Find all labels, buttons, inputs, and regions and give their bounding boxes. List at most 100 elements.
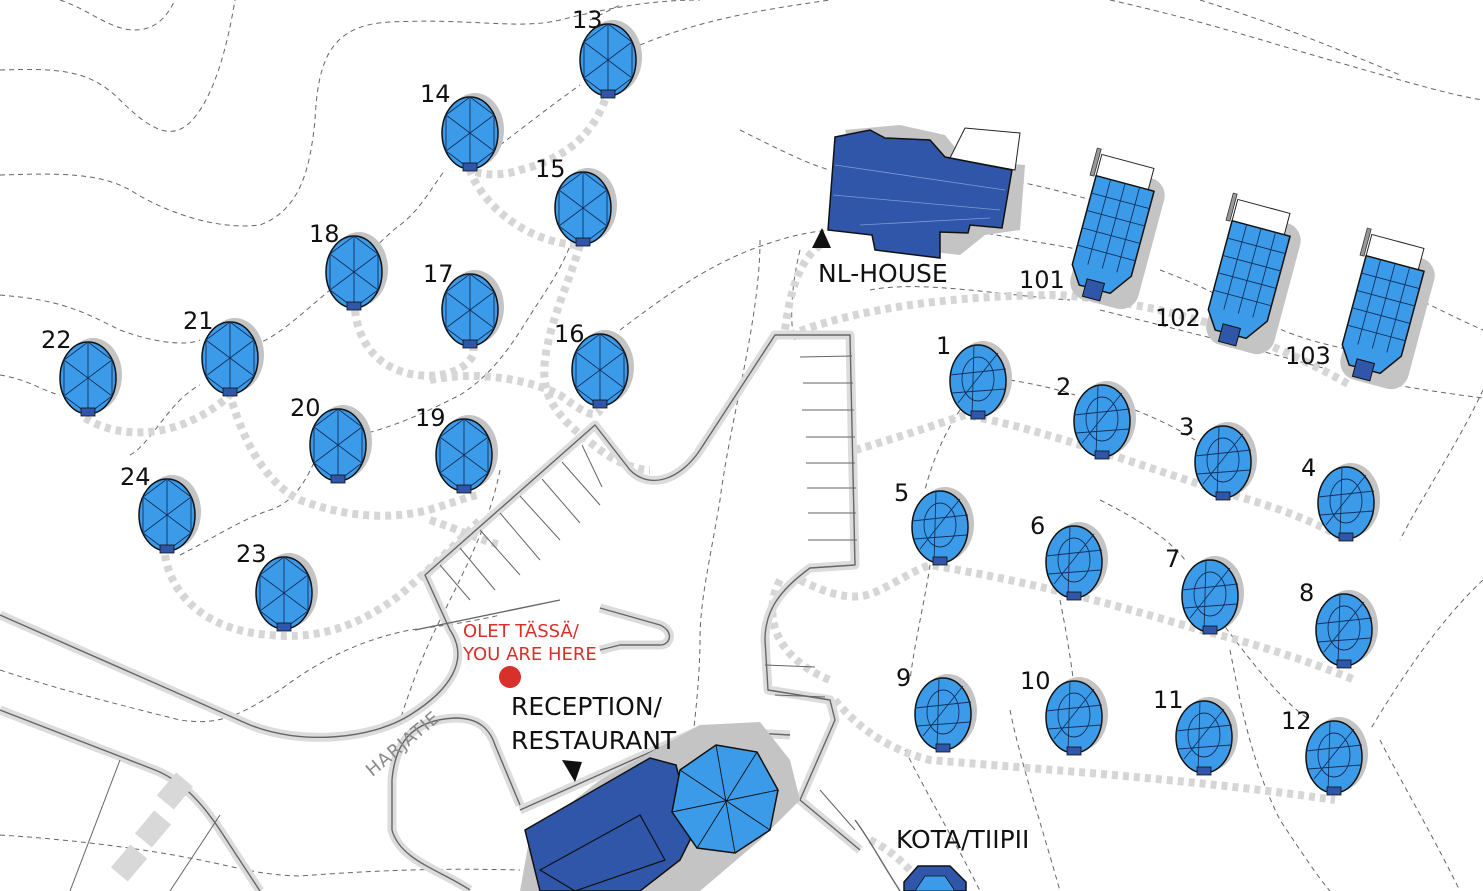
cabin-24[interactable] [138,475,201,554]
kota-label: KOTA/TIIPII [896,825,1030,854]
cabin-number: 18 [309,220,340,248]
contour-line [639,0,831,46]
entrance-arrow-icon [562,760,582,782]
you-are-here-marker-icon [499,666,521,688]
contour-line [0,0,701,227]
foot-path [463,98,609,249]
cabin-14[interactable] [441,93,504,172]
cabin-12[interactable] [1305,717,1368,796]
suite-number: 103 [1285,342,1331,370]
cabin-number: 10 [1020,667,1051,695]
cabin-2[interactable] [1073,381,1136,460]
cabin-10[interactable] [1045,677,1108,756]
cabin-door-icon [1202,625,1218,635]
cabin-number: 15 [535,155,566,183]
cabin-number: 23 [236,540,267,568]
cabin-18[interactable] [325,232,388,311]
cabin-number: 20 [290,394,321,422]
cabin-number: 6 [1030,512,1046,540]
contour-line [1134,409,1196,441]
cabin-11[interactable] [1175,697,1238,776]
contour-line [1109,0,1483,101]
reception-label: RECEPTION/ [511,692,662,721]
cabin-number: 24 [120,463,151,491]
suite-101[interactable] [1058,147,1172,313]
cabin-7[interactable] [1181,556,1244,635]
nl-house-building[interactable] [812,125,1025,259]
contour-line [359,229,576,436]
cabin-number: 14 [420,80,451,108]
suite-door-icon [1217,323,1242,347]
cabin-number: 21 [183,307,214,335]
cabin-number: 1 [936,332,952,360]
cabin-door-icon [80,407,96,417]
suite-102[interactable] [1194,192,1308,358]
foot-path [768,578,1336,804]
contour-line [904,749,981,891]
contour-line [1199,0,1401,76]
cabin-door-icon [1338,532,1354,542]
cabin-9[interactable] [914,674,977,753]
suite-103[interactable] [1328,227,1442,393]
cabin-21[interactable] [201,318,264,397]
cabin-door-icon [462,162,478,172]
contour-line [0,294,201,344]
cabin-19[interactable] [435,415,498,494]
contour-line [129,384,201,456]
road-edge [599,607,671,651]
cabin-door-icon [1196,766,1212,776]
cabin-number: 3 [1179,413,1195,441]
contour-line [0,0,236,132]
cabin-door-icon [462,339,478,349]
nl-house-label: NL-HOUSE [818,259,948,288]
cabin-13[interactable] [579,20,642,99]
cabin-number: 5 [894,479,910,507]
suite-door-icon [1081,278,1106,302]
cabin-6[interactable] [1045,522,1108,601]
cabin-door-icon [575,237,591,247]
cabin-17[interactable] [441,270,504,349]
road-edge [0,334,861,851]
cabin-1[interactable] [949,341,1012,420]
cabin-number: 22 [41,326,72,354]
cabin-3[interactable] [1194,422,1257,501]
parking-bays [69,355,857,891]
road-edge [414,599,561,631]
suites-layer [1058,147,1442,393]
road-edge [391,717,521,891]
cabin-16[interactable] [571,330,634,409]
kota-building[interactable] [903,865,967,891]
foot-path [82,387,481,520]
foot-path [868,836,913,873]
cabin-15[interactable] [554,168,617,247]
cabin-8[interactable] [1315,590,1378,669]
cabin-number: 13 [572,6,603,34]
foot-path [798,560,1357,684]
contour-line [1399,389,1483,541]
reception-building[interactable] [520,722,800,891]
entrance-arrow-icon [812,228,831,248]
cabin-door-icon [1094,450,1110,460]
cabin-door-icon [330,474,346,484]
suite-number: 101 [1019,266,1065,294]
cabin-door-icon [1326,786,1342,796]
cabin-door-icon [1066,591,1082,601]
cabin-23[interactable] [255,553,318,632]
cabin-20[interactable] [309,405,372,484]
cabin-door-icon [159,544,175,554]
cabin-5[interactable] [911,487,974,566]
contour-line [739,129,831,171]
contour-line [684,239,761,801]
cabin-22[interactable] [59,338,122,417]
foot-path [351,309,478,380]
cabin-4[interactable] [1317,463,1380,542]
foot-path [429,372,604,418]
restaurant-label: RESTAURANT [511,726,677,755]
foot-path [428,516,502,549]
cabin-door-icon [276,622,292,632]
cabin-number: 12 [1281,707,1312,735]
contour-line [499,84,581,146]
you-are-here-label-en: YOU ARE HERE [463,644,597,665]
cabin-door-icon [456,484,472,494]
